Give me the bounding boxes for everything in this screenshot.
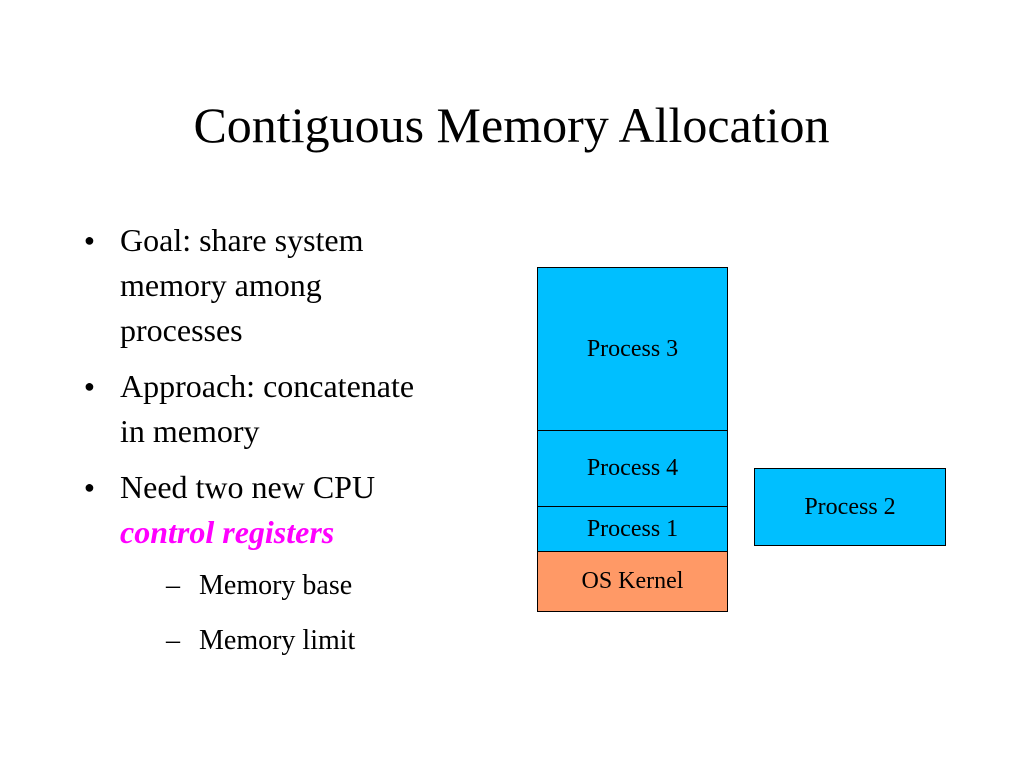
bullet-approach-line-1: Approach: concatenate	[120, 368, 415, 404]
os-kernel-block: OS Kernel	[537, 551, 728, 612]
process-2-block: Process 2	[754, 468, 946, 546]
process-3-label: Process 3	[586, 335, 679, 362]
process-2-label: Process 2	[804, 493, 896, 520]
bullet-goal-line-2: memory among	[120, 267, 322, 303]
sub-bullet-list: – Memory base – Memory limit	[120, 567, 524, 660]
bullet-goal-line-1: Goal: share system	[120, 222, 364, 258]
sub-bullet-memory-base-label: Memory base	[199, 570, 353, 601]
bullet-goal-line-3: processes	[120, 312, 243, 348]
sub-bullet-marker: –	[166, 570, 180, 601]
process-1-block: Process 1	[537, 506, 728, 552]
sub-bullet-memory-limit: – Memory limit	[166, 622, 524, 660]
sub-bullet-memory-base: – Memory base	[166, 567, 524, 605]
process-4-block: Process 4	[537, 430, 728, 507]
sub-bullet-marker: –	[166, 625, 180, 656]
bullet-marker: ●	[84, 477, 95, 497]
control-registers-emphasis: control registers	[120, 514, 335, 550]
process-4-label: Process 4	[586, 455, 679, 481]
bullet-approach: ● Approach: concatenate in memory	[84, 364, 524, 454]
process-3-block: Process 3	[537, 267, 728, 431]
sub-bullet-memory-limit-label: Memory limit	[199, 625, 356, 656]
bullet-registers-line-1: Need two new CPU	[120, 469, 376, 505]
bullet-list: ● Goal: share system memory among proces…	[84, 218, 524, 660]
slide-title: Contiguous Memory Allocation	[193, 97, 830, 153]
bullet-marker: ●	[84, 376, 95, 396]
bullet-marker: ●	[84, 230, 95, 250]
process-1-label: Process 1	[586, 515, 679, 542]
os-kernel-label: OS Kernel	[581, 568, 684, 594]
bullet-approach-line-2: in memory	[120, 413, 260, 449]
bullet-goal: ● Goal: share system memory among proces…	[84, 218, 524, 353]
bullet-registers: ● Need two new CPU control registers – M…	[84, 465, 524, 660]
